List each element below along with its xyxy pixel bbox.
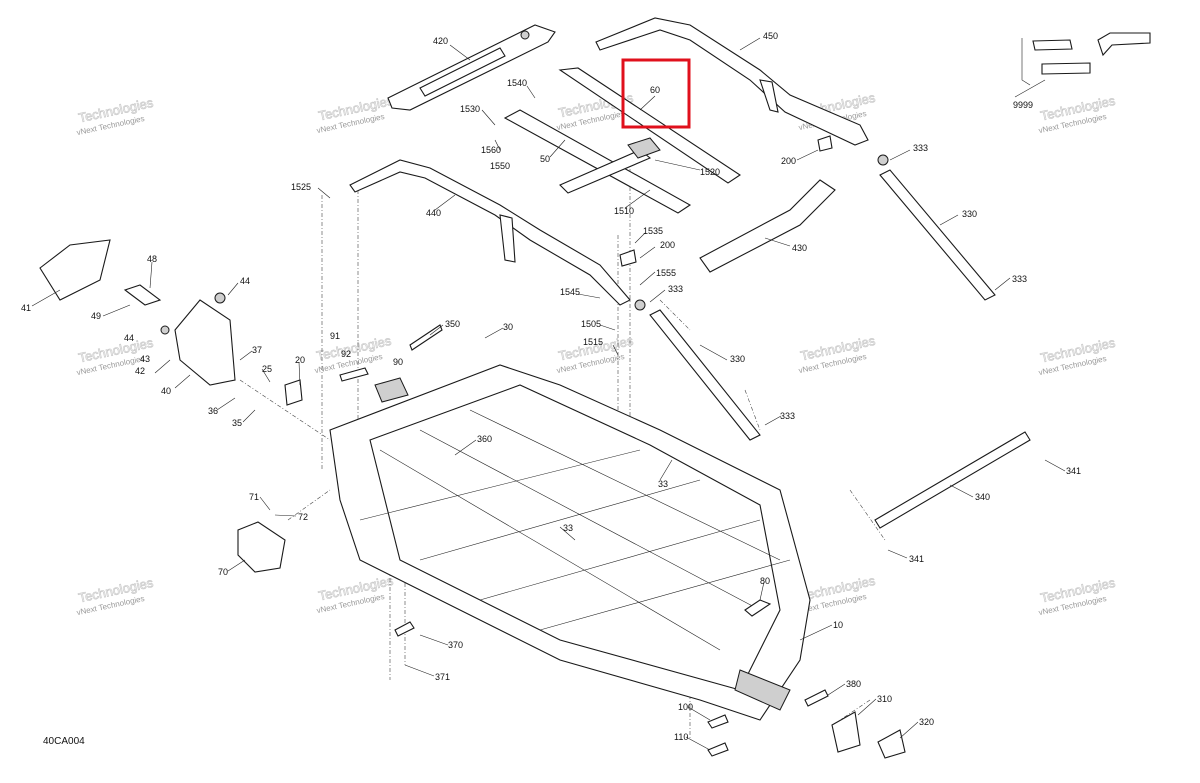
callout-333: 333 — [1012, 274, 1027, 284]
callout-450: 450 — [763, 31, 778, 41]
callout-37: 37 — [252, 345, 262, 355]
callout-370: 370 — [448, 640, 463, 650]
callout-44: 44 — [240, 276, 250, 286]
leader-lines — [31, 37, 1066, 751]
callout-371: 371 — [435, 672, 450, 682]
callout-1520: 1520 — [700, 167, 720, 177]
drawing-code: 40CA004 — [43, 736, 85, 747]
callout-330: 330 — [730, 354, 745, 364]
callout-48: 48 — [147, 254, 157, 264]
part-310-plate — [831, 711, 861, 753]
callout-41: 41 — [21, 303, 31, 313]
callout-340: 340 — [975, 492, 990, 502]
callout-420: 420 — [433, 36, 448, 46]
callout-110: 110 — [674, 732, 688, 742]
part-450-roof-bar — [595, 17, 889, 166]
callout-1535: 1535 — [643, 226, 663, 236]
highlight-box-part-60[interactable] — [621, 58, 691, 129]
part-40-bracket — [160, 292, 236, 386]
part-340-rail — [874, 431, 1031, 529]
callout-72: 72 — [298, 512, 308, 522]
callout-100: 100 — [678, 702, 693, 712]
callout-1555: 1555 — [656, 268, 676, 278]
callout-1515: 1515 — [583, 337, 603, 347]
callout-36: 36 — [208, 406, 218, 416]
callout-200: 200 — [660, 240, 675, 250]
callout-25: 25 — [262, 364, 272, 374]
callout-49: 49 — [91, 311, 101, 321]
callout-310: 310 — [877, 694, 892, 704]
callout-341: 341 — [1066, 466, 1081, 476]
callout-1510: 1510 — [614, 206, 634, 216]
callout-60: 60 — [650, 85, 660, 95]
part-330-struts — [649, 169, 996, 441]
callout-40: 40 — [161, 386, 171, 396]
part-430-side-bar — [699, 179, 836, 273]
callout-33: 33 — [658, 479, 668, 489]
callout-20: 20 — [295, 355, 305, 365]
callout-200: 200 — [781, 156, 796, 166]
part-10-main-frame — [329, 364, 811, 721]
callout-91: 91 — [330, 331, 340, 341]
callout-90: 90 — [393, 357, 403, 367]
part-70-bracket — [237, 521, 286, 573]
callout-333: 333 — [780, 411, 795, 421]
callout-1550: 1550 — [490, 161, 510, 171]
part-440-side-bar — [349, 159, 646, 311]
callout-333: 333 — [913, 143, 928, 153]
callout-1530: 1530 — [460, 104, 480, 114]
part-41-plate — [39, 239, 111, 301]
callout-35: 35 — [232, 418, 242, 428]
callout-1540: 1540 — [507, 78, 527, 88]
part-9999-decals — [1032, 32, 1151, 75]
callout-50: 50 — [540, 154, 550, 164]
callout-1560: 1560 — [481, 145, 501, 155]
callout-320: 320 — [919, 717, 934, 727]
callout-71: 71 — [249, 492, 259, 502]
callout-80: 80 — [760, 576, 770, 586]
callout-43: 43 — [140, 354, 150, 364]
callout-350: 350 — [445, 319, 460, 329]
callout-1525: 1525 — [291, 182, 311, 192]
callout-330: 330 — [962, 209, 977, 219]
decal-group-bracket — [1021, 38, 1031, 86]
callout-33: 33 — [563, 523, 573, 533]
callout-30: 30 — [503, 322, 513, 332]
callout-440: 440 — [426, 208, 441, 218]
callout-1505: 1505 — [581, 319, 601, 329]
callout-42: 42 — [135, 366, 145, 376]
part-320-plate — [877, 729, 906, 759]
callout-341: 341 — [909, 554, 924, 564]
callout-430: 430 — [792, 243, 807, 253]
callout-333: 333 — [668, 284, 683, 294]
callout-10: 10 — [833, 620, 843, 630]
callout-44: 44 — [124, 333, 134, 343]
callout-92: 92 — [341, 349, 351, 359]
callout-labels: 420 450 9999 1540 60 1530 1560 1550 50 1… — [21, 31, 1081, 742]
part-hardware — [123, 135, 833, 757]
callout-360: 360 — [477, 434, 492, 444]
callout-380: 380 — [846, 679, 861, 689]
callout-70: 70 — [218, 567, 228, 577]
callout-9999: 9999 — [1013, 100, 1033, 110]
callout-1545: 1545 — [560, 287, 580, 297]
part-420-rear-bar — [387, 24, 556, 111]
